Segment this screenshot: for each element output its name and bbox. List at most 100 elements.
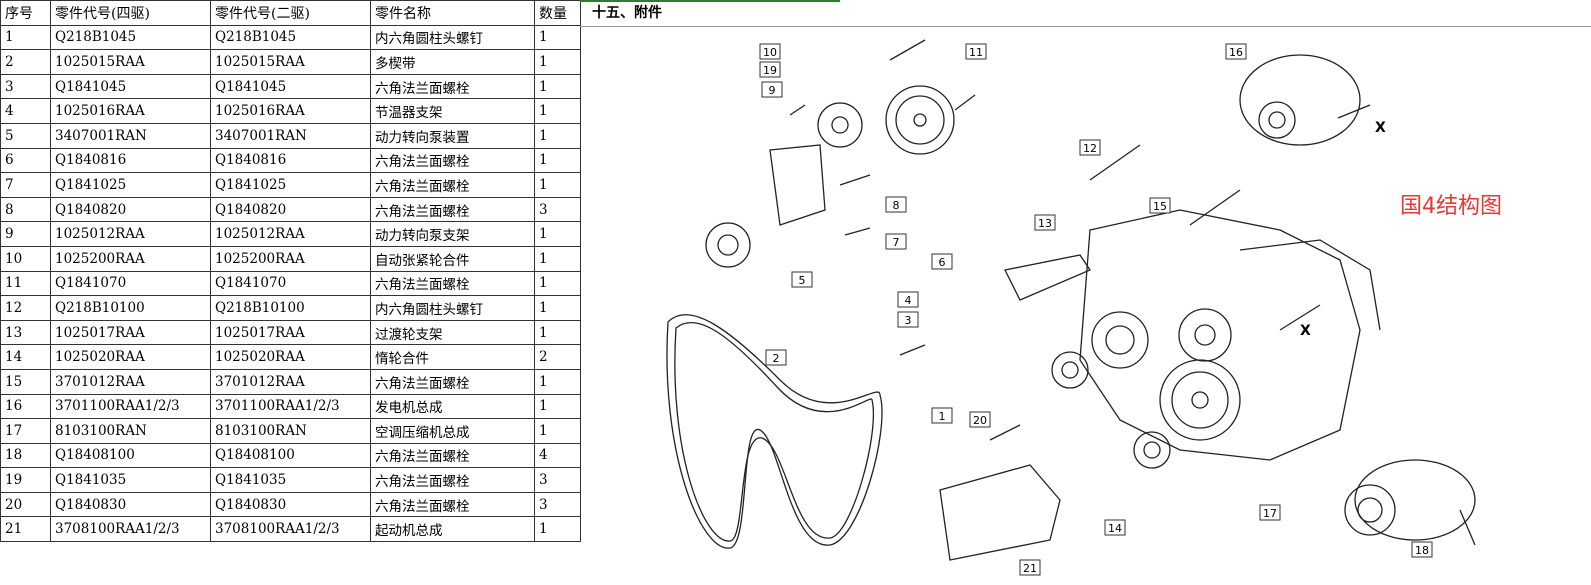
cell-part-name: 动力转向泵装置 [370,122,535,149]
alternator-drawing [1239,54,1361,146]
callout-box-11 [965,43,987,60]
cell-part-name: 六角法兰面螺栓 [370,73,535,100]
cell-part-2wd: Q1840830 [210,491,371,518]
cell-part-4wd: 3407001RAN [50,122,211,149]
cell-part-name: 六角法兰面螺栓 [370,172,535,198]
callout-label-5: 5 [799,274,806,287]
cell-quantity: 3 [534,196,581,223]
callout-box-9 [761,81,783,98]
section-title: 十五、附件 [592,5,662,21]
cell-part-2wd: 1025012RAA [210,221,371,247]
cell-index: 13 [0,319,51,346]
cell-part-4wd: 1025016RAA [50,98,211,124]
cell-quantity: 1 [534,73,581,100]
cell-quantity: 1 [534,49,581,75]
cell-part-name: 六角法兰面螺栓 [370,196,535,223]
callout-box-1 [931,407,953,424]
cell-part-name: 起动机总成 [370,516,535,543]
callout-box-7 [885,233,907,250]
cell-part-2wd: 1025017RAA [210,319,371,346]
cell-index: 20 [0,491,51,518]
cell-part-name: 六角法兰面螺栓 [370,467,535,493]
cell-part-4wd: Q1841045 [50,73,211,100]
cell-part-4wd: Q18408100 [50,442,211,469]
cell-index: 15 [0,368,51,395]
cell-quantity: 1 [534,245,581,272]
cell-part-name: 动力转向泵支架 [370,221,535,247]
callout-label-20: 20 [973,414,987,427]
cell-part-2wd: Q18408100 [210,442,371,469]
cell-quantity: 1 [534,270,581,297]
callout-box-2 [765,349,787,366]
cell-part-4wd: Q218B1045 [50,24,211,51]
cell-index: 14 [0,344,51,370]
callout-box-15 [1149,197,1171,214]
callout-label-14: 14 [1108,522,1122,535]
cell-part-4wd: 3701100RAA1/2/3 [50,393,211,420]
cell-index: 17 [0,418,51,444]
cell-part-4wd: Q1841025 [50,172,211,198]
callout-label-17: 17 [1263,507,1277,520]
belt-drawing [666,314,883,549]
cell-part-2wd: 1025016RAA [210,98,371,124]
callout-box-6 [931,253,953,270]
cell-part-name: 空调压缩机总成 [370,418,535,444]
cell-quantity: 3 [534,491,581,518]
cell-part-4wd: 8103100RAN [50,418,211,444]
header-part-name: 零件名称 [370,0,535,26]
cell-part-2wd: 3708100RAA1/2/3 [210,516,371,543]
cell-index: 2 [0,49,51,75]
cell-part-2wd: Q1840820 [210,196,371,223]
cell-part-4wd: Q1841035 [50,467,211,493]
cell-index: 3 [0,73,51,100]
table-header-row: 序号 零件代号(四驱) 零件代号(二驱) 零件名称 数量 [0,0,581,26]
cell-index: 8 [0,196,51,223]
cell-part-2wd: Q1841025 [210,172,371,198]
starter-drawing [939,464,1061,561]
cell-index: 10 [0,245,51,272]
cell-part-2wd: 1025020RAA [210,344,371,370]
callout-label-10: 10 [763,46,777,59]
callout-box-5 [791,271,813,288]
cell-part-2wd: Q1841070 [210,270,371,297]
callout-label-3: 3 [905,314,912,327]
cell-part-2wd: Q1840816 [210,147,371,174]
cell-part-2wd: Q218B10100 [210,295,371,321]
callout-label-9: 9 [769,84,776,97]
cell-index: 4 [0,98,51,124]
header-part-2wd: 零件代号(二驱) [210,0,371,26]
cell-quantity: 1 [534,122,581,149]
cell-part-4wd: 1025015RAA [50,49,211,75]
callout-box-8 [885,196,907,213]
cell-part-name: 内六角圆柱头螺钉 [370,24,535,51]
cell-part-2wd: 3701012RAA [210,368,371,395]
callout-box-13 [1034,214,1056,231]
cell-part-name: 六角法兰面螺栓 [370,368,535,395]
cell-index: 5 [0,122,51,149]
cell-quantity: 1 [534,24,581,51]
callout-label-7: 7 [893,236,900,249]
structure-note: 国4结构图 [1400,194,1502,219]
cell-quantity: 1 [534,368,581,395]
cell-quantity: 1 [534,393,581,420]
callout-box-19 [759,61,781,78]
cell-quantity: 1 [534,295,581,321]
callout-label-2: 2 [773,352,780,365]
cell-part-name: 六角法兰面螺栓 [370,491,535,518]
compressor-drawing [1354,459,1476,541]
cell-part-4wd: 1025012RAA [50,221,211,247]
header-part-4wd: 零件代号(四驱) [50,0,211,26]
grid-line [580,26,1591,27]
cell-part-2wd: 3407001RAN [210,122,371,149]
callout-box-3 [897,311,919,328]
